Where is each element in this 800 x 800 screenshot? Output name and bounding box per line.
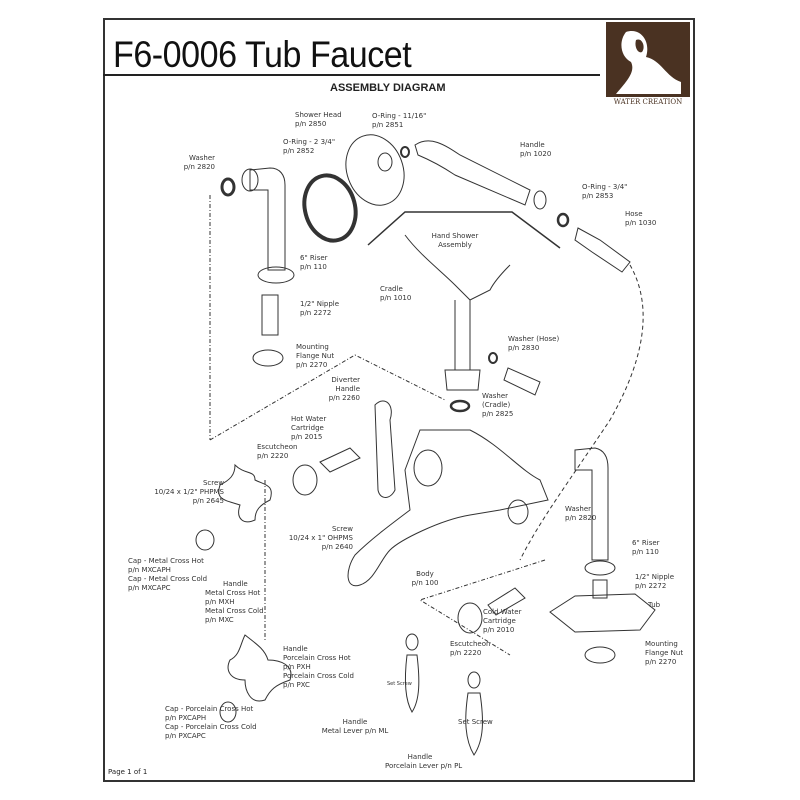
page-number: Page 1 of 1: [108, 768, 148, 776]
lever-metal-part: [404, 633, 420, 713]
handle-porcelain-cross-part: [219, 634, 292, 723]
page-title: F6-0006 Tub Faucet: [113, 34, 412, 75]
label-washer-hose: Washer (Hose)p/n 2830: [508, 335, 560, 352]
riser-right-part: [574, 447, 616, 576]
oring-large-part: [302, 173, 358, 243]
dashed-guides: [209, 195, 546, 656]
shower-head-part: [345, 134, 405, 206]
body-part: [347, 429, 549, 587]
nipple-left-part: [252, 294, 284, 367]
escutcheon-right-part: [457, 602, 483, 634]
label-set-screw-2: Set Screw: [458, 718, 493, 726]
label-set-screw-1: Set Screw: [387, 681, 412, 687]
washer-cradle-part: [449, 399, 471, 413]
washer-hose-part: [488, 352, 541, 396]
handle-metal-cross-part: [218, 463, 272, 523]
hot-cartridge-part: [319, 447, 361, 473]
label-tub: Tub: [648, 601, 661, 609]
riser-left-part: [241, 167, 295, 284]
title-rule: [103, 74, 600, 76]
brand-logo: [606, 22, 690, 97]
cold-cartridge-part: [487, 587, 526, 616]
label-oring-2852: O-Ring - 2 3/4"p/n 2852: [283, 138, 336, 155]
brand-name: WATER CREATION: [613, 98, 683, 106]
escutcheon-left-part: [292, 464, 318, 496]
cap-metal-part: [195, 529, 215, 551]
label-oring-2853: O-Ring - 3/4"p/n 2853: [582, 183, 628, 200]
label-oring-2851: O-Ring - 11/16"p/n 2851: [372, 112, 427, 129]
cradle-part: [404, 234, 511, 391]
diverter-handle-part: [374, 400, 396, 498]
diagram-subtitle: ASSEMBLY DIAGRAM: [330, 82, 446, 94]
lever-porcelain-part: [465, 671, 483, 756]
page-frame: [103, 18, 695, 782]
washer-top-part: [220, 177, 236, 197]
hose-part: [519, 227, 644, 561]
handle-shower-part: [414, 140, 547, 210]
tub-part: [549, 579, 656, 664]
oring-small-part: [400, 146, 410, 158]
oring-34-part: [556, 212, 570, 228]
hand-shower-bracket: [367, 211, 561, 249]
label-washer-cradle: Washer(Cradle)p/n 2825: [482, 392, 514, 418]
